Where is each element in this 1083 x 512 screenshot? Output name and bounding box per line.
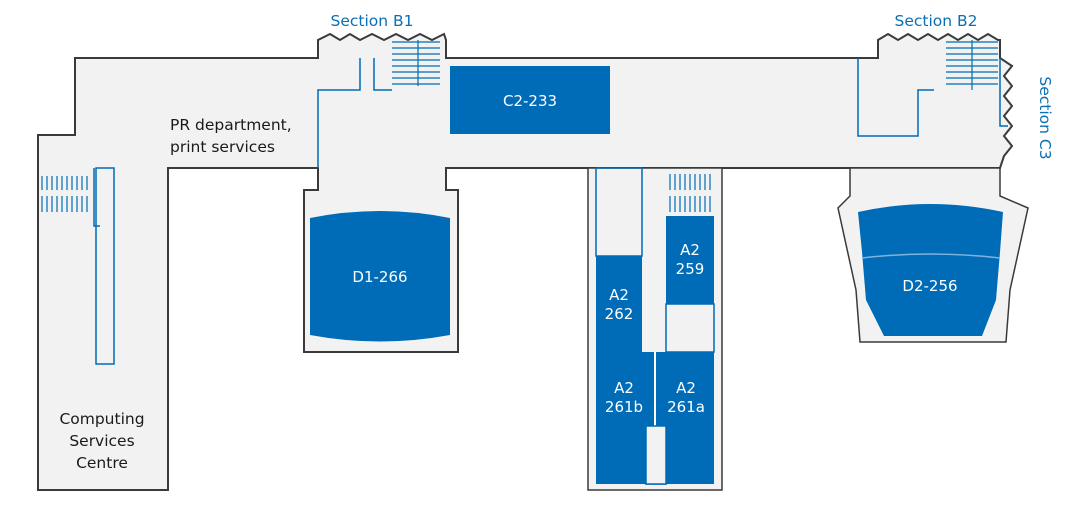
room-a2-259[interactable] bbox=[666, 216, 714, 304]
room-c2-233-label: C2-233 bbox=[503, 92, 557, 110]
room-a2-261b-label-2: 261b bbox=[605, 398, 643, 416]
room-d2-256-label: D2-256 bbox=[902, 277, 957, 295]
section-c3-label: Section C3 bbox=[1036, 76, 1054, 159]
section-b1-label: Section B1 bbox=[330, 12, 413, 30]
csc-corridor bbox=[95, 167, 115, 365]
room-a2-261a-label-2: 261a bbox=[667, 398, 705, 416]
room-a2-262-label-1: A2 bbox=[609, 286, 629, 304]
print-services-label: print services bbox=[170, 138, 275, 156]
csc-label-line2: Services bbox=[69, 432, 134, 450]
room-d1-266[interactable] bbox=[310, 211, 450, 342]
stairs-left bbox=[41, 176, 88, 212]
room-a2-gap bbox=[645, 425, 667, 485]
inner-wall-b1-stair bbox=[373, 58, 392, 91]
room-a2-259-label-1: A2 bbox=[680, 241, 700, 259]
room-a2-262[interactable] bbox=[596, 256, 642, 352]
room-a2-261b-label-1: A2 bbox=[614, 379, 634, 397]
room-a2-261b[interactable] bbox=[596, 352, 654, 484]
room-a2-261a-label-1: A2 bbox=[676, 379, 696, 397]
room-a2-262-label-2: 262 bbox=[605, 305, 634, 323]
room-d2-256[interactable] bbox=[858, 204, 1003, 336]
room-d2-divider bbox=[861, 253, 1001, 259]
csc-label-line1: Computing bbox=[59, 410, 144, 428]
stairs-a2 bbox=[669, 174, 711, 212]
room-d1-266-label: D1-266 bbox=[352, 268, 407, 286]
inner-wall-b1 bbox=[317, 58, 361, 168]
inner-wall-b2 bbox=[857, 58, 934, 137]
inner-wall-c3 bbox=[999, 58, 1008, 127]
csc-label-line3: Centre bbox=[76, 454, 128, 472]
stairs-b2 bbox=[946, 40, 998, 90]
pr-department-label: PR department, bbox=[170, 116, 292, 134]
section-b2-label: Section B2 bbox=[894, 12, 977, 30]
room-a2-259-label-2: 259 bbox=[676, 260, 705, 278]
floor-outline bbox=[37, 32, 1014, 491]
inner-wall-left bbox=[93, 168, 100, 227]
stairs-b1 bbox=[392, 40, 440, 86]
room-c2-233[interactable] bbox=[450, 66, 610, 134]
